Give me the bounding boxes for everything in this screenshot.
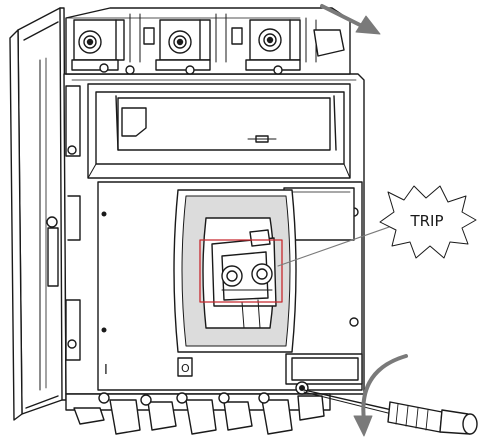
top-terminals — [65, 7, 351, 75]
off-symbol: O — [181, 362, 190, 375]
rotary-handle-housing — [173, 189, 297, 353]
curved-rotate-arrow-icon — [353, 354, 408, 437]
trip-callout: TRIP — [277, 185, 477, 267]
top-terminal-3 — [245, 19, 301, 71]
starburst-callout-icon — [379, 185, 477, 259]
trip-mechanism-highlight — [199, 239, 283, 303]
arrow-down-right-icon — [320, 4, 381, 35]
top-terminal-1 — [71, 19, 125, 71]
trip-label: TRIP — [409, 212, 443, 230]
top-terminal-2 — [155, 19, 211, 71]
top-cover-window — [87, 83, 351, 179]
breaker-side-panel — [9, 7, 67, 421]
on-symbol: I — [104, 363, 108, 378]
screwdriver-icon — [303, 389, 478, 435]
bottom-terminals — [65, 381, 331, 435]
